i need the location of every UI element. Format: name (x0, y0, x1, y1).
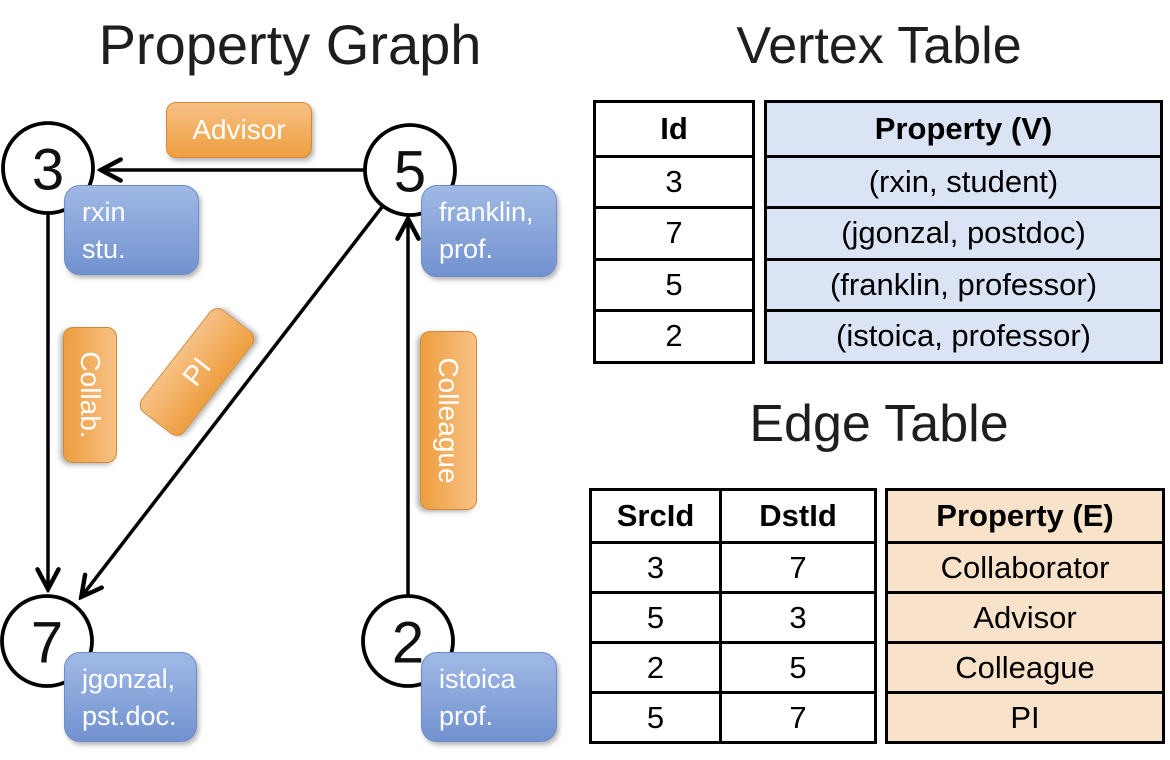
edge-table-srcid-cell: 5 (592, 591, 722, 641)
vertex-table-property-cell: (rxin, student) (767, 154, 1160, 207)
edge-table-title: Edge Table (749, 395, 1009, 453)
edge-label-colleague: Colleague (420, 331, 477, 510)
vertex-label-line: stu. (82, 234, 126, 264)
edge-label-advisor: Advisor (166, 102, 312, 158)
node-7-id: 7 (31, 611, 63, 676)
vertex-table-id-cell: 2 (596, 309, 752, 361)
edge-table-dstid-cell: 7 (722, 541, 874, 591)
vertex-label-franklin: franklin, prof. (421, 185, 557, 277)
edge-table: SrcId DstId 3 7 5 3 2 5 5 7 Property (E)… (589, 488, 1165, 744)
vertex-label-line: istoica (439, 664, 516, 694)
edge-table-src-dst-columns: SrcId DstId 3 7 5 3 2 5 5 7 (589, 488, 877, 744)
edge-table-property-cell: Advisor (888, 591, 1162, 641)
vertex-label-jgonzal: jgonzal, pst.doc. (64, 652, 197, 742)
edge-label-collab: Collab. (63, 327, 117, 463)
vertex-table-id-header: Id (660, 110, 688, 146)
edge-table-srcid-cell: 2 (592, 641, 722, 691)
vertex-table-id-cell: 5 (596, 257, 752, 310)
vertex-label-line: franklin, (439, 197, 534, 227)
vertex-label-line: prof. (439, 701, 494, 731)
edge-table-dstid-cell: 5 (722, 641, 874, 691)
edge-table-property-cell: PI (888, 691, 1162, 741)
vertex-table-id-cell: 3 (596, 154, 752, 207)
edge-table-property-header: Property (E) (936, 498, 1114, 533)
edge-table-dstid-header: DstId (759, 498, 837, 533)
node-3-id: 3 (32, 138, 64, 203)
edge-table-srcid-cell: 3 (592, 541, 722, 591)
vertex-table-property-column: Property (V) (rxin, student) (jgonzal, p… (764, 100, 1163, 364)
vertex-table-property-cell: (jgonzal, postdoc) (767, 206, 1160, 258)
vertex-table-id-column: Id 3 7 5 2 (593, 100, 755, 364)
edge-table-dstid-cell: 3 (722, 591, 874, 641)
vertex-table: Id 3 7 5 2 Property (V) (rxin, student) … (593, 100, 1163, 364)
node-2-id: 2 (392, 611, 424, 676)
vertex-table-property-header: Property (V) (874, 110, 1053, 146)
node-5-id: 5 (394, 140, 426, 205)
vertex-label-line: prof. (439, 234, 494, 264)
vertex-label-line: jgonzal, (82, 664, 176, 694)
vertex-table-title: Vertex Table (736, 17, 1022, 75)
vertex-table-id-cell: 7 (596, 206, 752, 258)
property-graph-title: Property Graph (98, 13, 482, 76)
edge-table-srcid-header: SrcId (592, 491, 722, 541)
edge-table-property-cell: Collaborator (888, 541, 1162, 591)
vertex-table-property-cell: (franklin, professor) (767, 257, 1160, 310)
edge-table-property-cell: Colleague (888, 641, 1162, 691)
vertex-label-line: pst.doc. (82, 701, 177, 731)
edge-table-srcid-cell: 5 (592, 691, 722, 741)
vertex-label-rxin: rxin stu. (64, 185, 199, 275)
vertex-label-istoica: istoica prof. (421, 652, 557, 742)
vertex-table-property-cell: (istoica, professor) (767, 309, 1160, 361)
vertex-label-line: rxin (82, 197, 126, 227)
edge-arrow-5-to-7 (82, 205, 384, 596)
edge-table-dstid-cell: 7 (722, 691, 874, 741)
edge-table-property-column: Property (E) Collaborator Advisor Collea… (885, 488, 1165, 744)
